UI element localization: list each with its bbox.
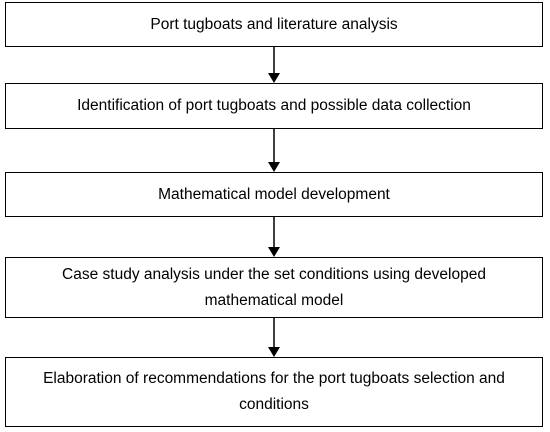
flow-step-label: Identification of port tugboats and poss…	[77, 97, 471, 114]
flow-step-case-study: Case study analysis under the set condit…	[5, 257, 543, 318]
flow-arrow-2	[268, 129, 280, 172]
flow-step-label: Elaboration of recommendations for the p…	[43, 370, 505, 413]
flow-step-recommendations: Elaboration of recommendations for the p…	[5, 357, 543, 427]
flow-step-label: Port tugboats and literature analysis	[150, 15, 398, 33]
flow-step-label: Case study analysis under the set condit…	[62, 265, 486, 309]
flow-step-literature-analysis: Port tugboats and literature analysis	[5, 2, 543, 47]
flow-arrow-1	[268, 47, 280, 83]
flow-step-label: Mathematical model development	[158, 185, 390, 203]
flow-step-model-development: Mathematical model development	[5, 172, 543, 217]
flow-arrow-4	[268, 318, 280, 357]
flow-step-identification: Identification of port tugboats and poss…	[5, 83, 543, 129]
flow-arrow-3	[268, 217, 280, 257]
